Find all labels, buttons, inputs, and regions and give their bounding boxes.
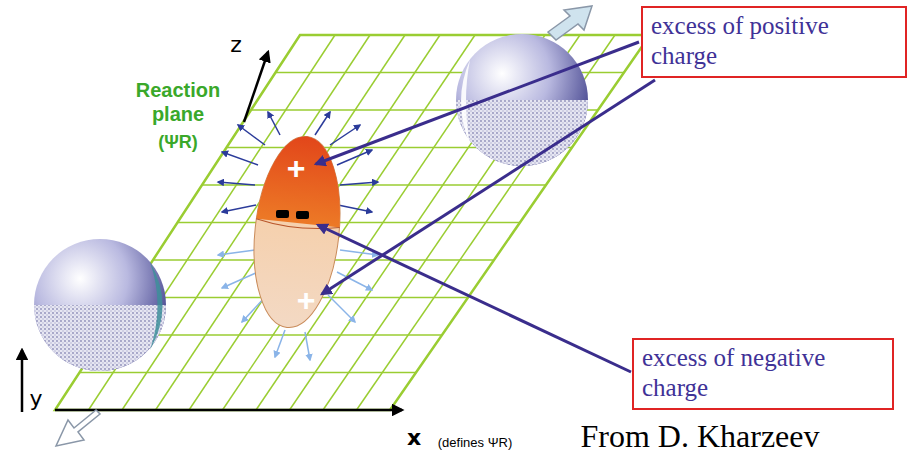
charge-sign: + bbox=[287, 150, 306, 187]
callout-box: excess of negative charge bbox=[632, 338, 894, 410]
axis-label: x bbox=[407, 425, 421, 450]
axis-note: (defines ΨR) bbox=[438, 435, 512, 450]
leader-arrows bbox=[316, 42, 655, 372]
plane-label: Reaction plane bbox=[123, 78, 233, 126]
axis-label: z bbox=[230, 32, 242, 57]
plane-symbol: (ΨR) bbox=[158, 132, 198, 153]
charge-sign: + bbox=[297, 282, 316, 319]
axis-label: y bbox=[29, 386, 42, 411]
callout-text: excess of positive charge bbox=[651, 11, 897, 71]
axis-arrows bbox=[22, 52, 402, 412]
nucleus-left bbox=[34, 239, 166, 446]
negative-charge-bars bbox=[276, 210, 309, 219]
callout-box: excess of positive charge bbox=[641, 6, 907, 78]
credit-text: From D. Kharzeev bbox=[580, 418, 819, 455]
callout-text: excess of negative charge bbox=[642, 343, 884, 403]
